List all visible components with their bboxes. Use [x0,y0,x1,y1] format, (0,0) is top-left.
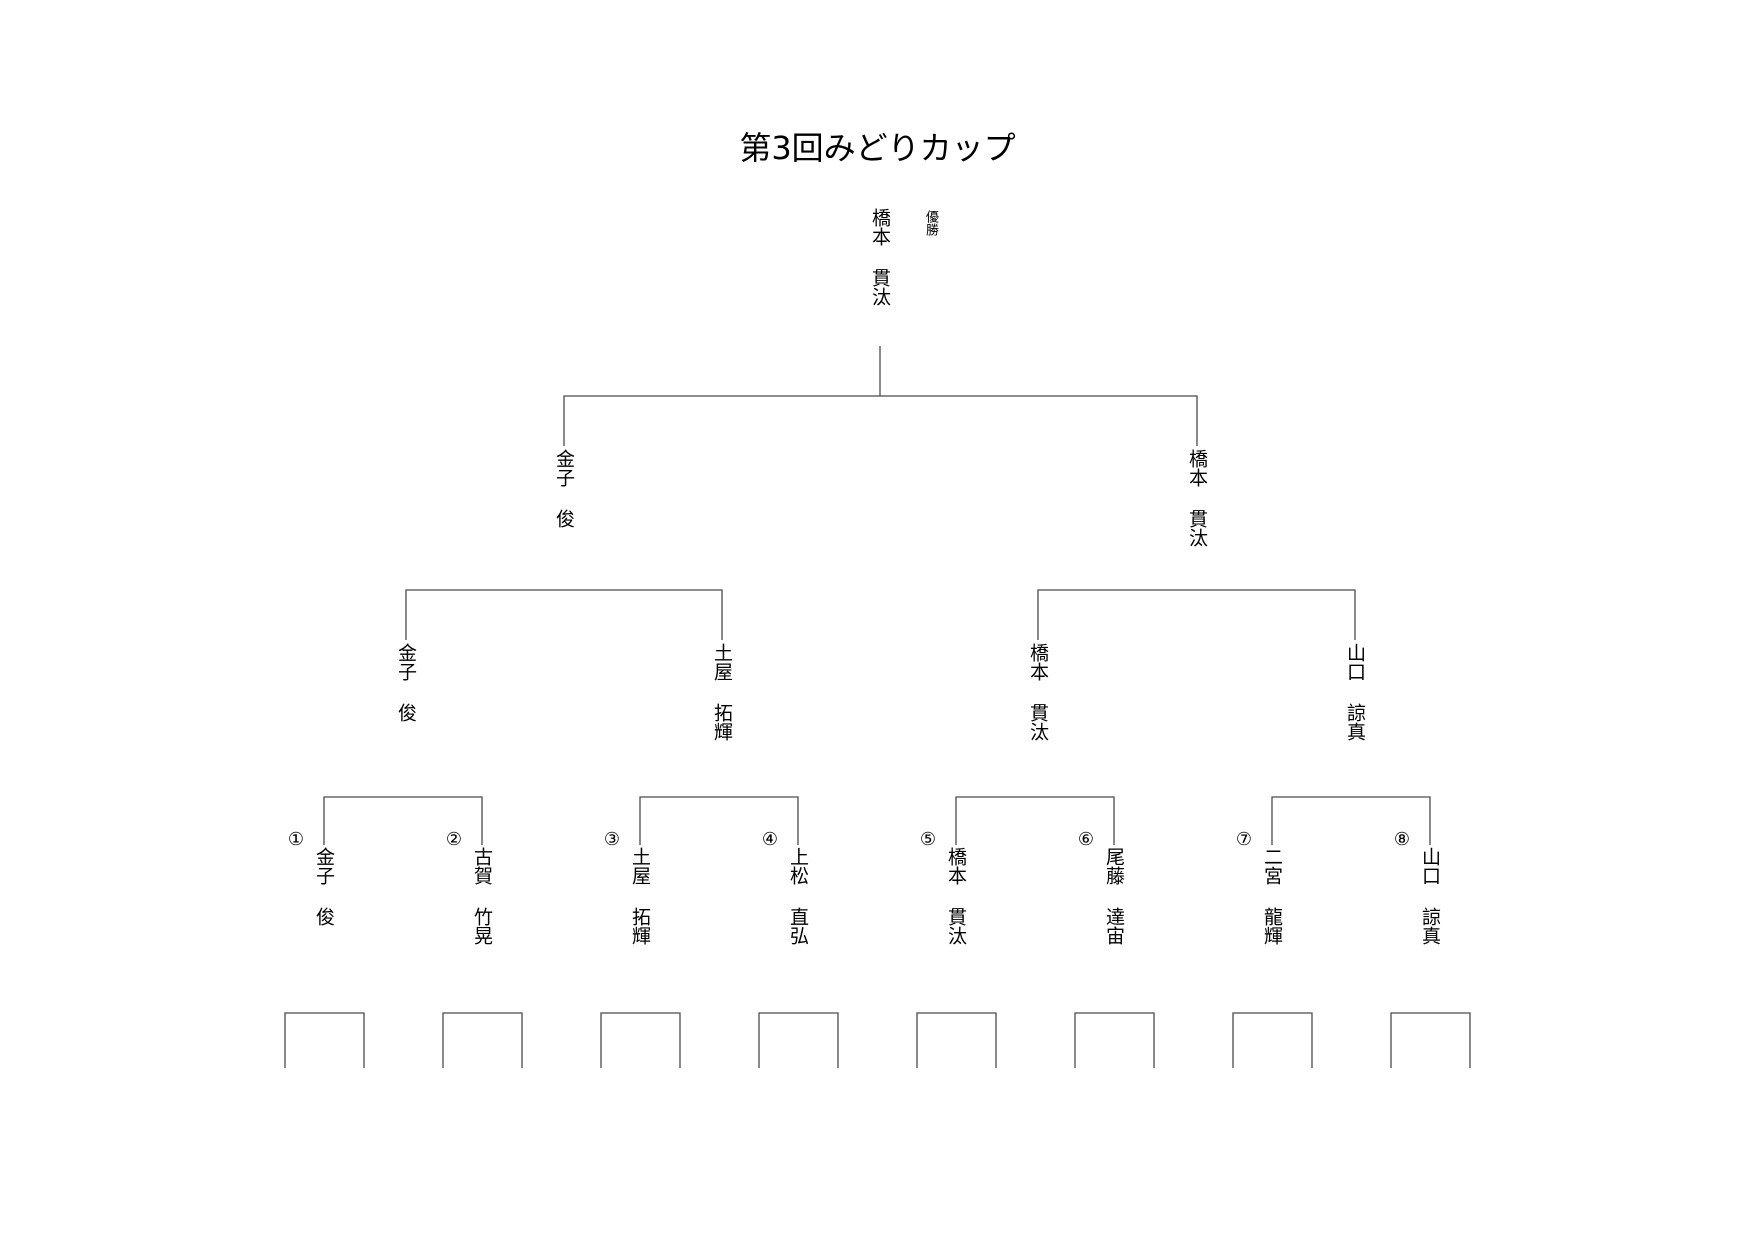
entrant-box [1074,1012,1155,1068]
entrant-name: 土屋 拓輝 [629,847,651,945]
quarterfinal-name: 山口 諒真 [1344,643,1366,741]
champion-name: 橋本 貫汰 [869,208,891,306]
semifinal-connector [1037,589,1356,640]
seed-number: ⑦ [1235,829,1253,850]
seed-number: ② [445,829,463,850]
quarterfinal-name: 橋本 貫汰 [1027,643,1049,741]
seed-number: ⑥ [1077,829,1095,850]
round1-connector [955,796,1115,845]
seed-number: ① [287,829,305,850]
seed-number: ⑤ [919,829,937,850]
entrant-box [1232,1012,1313,1068]
entrant-name: 尾藤 達宙 [1103,847,1125,945]
quarterfinal-name: 土屋 拓輝 [711,643,733,741]
seed-number: ③ [603,829,621,850]
entrant-name: 金子 俊 [313,847,335,926]
round1-connector [639,796,799,845]
entrant-box [284,1012,365,1068]
entrant-name: 上松 直弘 [787,847,809,945]
entrant-box [442,1012,523,1068]
entrant-name: 二宮 龍輝 [1261,847,1283,945]
entrant-name: 山口 諒真 [1419,847,1441,945]
seed-number: ④ [761,829,779,850]
entrant-box [916,1012,997,1068]
entrant-box [600,1012,681,1068]
entrant-box [1390,1012,1471,1068]
semifinal-name: 橋本 貫汰 [1186,449,1208,547]
entrant-name: 古賀 竹晃 [471,847,493,945]
entrant-box [758,1012,839,1068]
semifinal-connector [405,589,723,640]
champion-label: 優勝 [923,210,938,236]
seed-number: ⑧ [1393,829,1411,850]
page-title: 第3回みどりカップ [739,129,1016,167]
semifinal-name: 金子 俊 [553,449,575,528]
round1-connector [323,796,483,845]
round1-connector [1271,796,1431,845]
entrant-name: 橋本 貫汰 [945,847,967,945]
quarterfinal-name: 金子 俊 [395,643,417,722]
final-connector [563,395,1198,446]
